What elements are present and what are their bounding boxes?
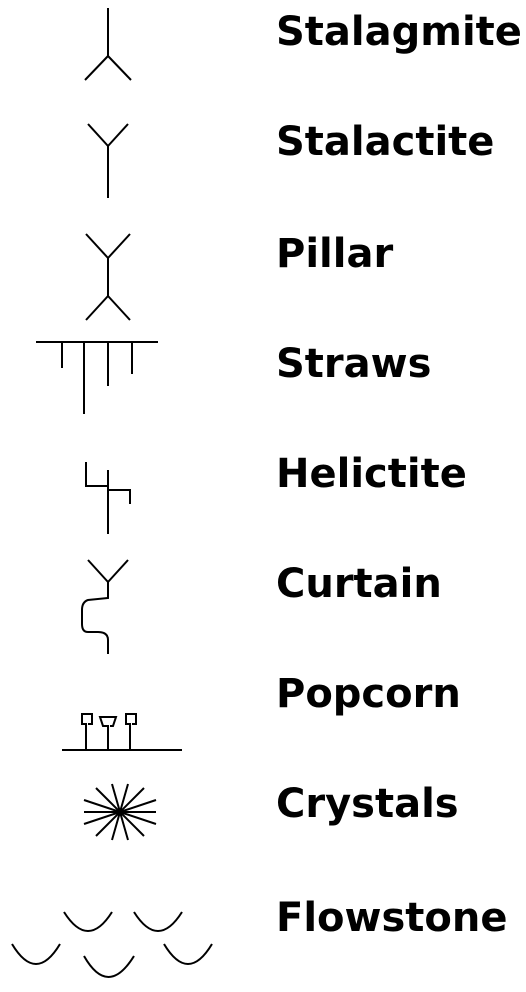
legend-label-pillar: Pillar [276, 231, 394, 277]
legend-row-curtain: Curtain [0, 550, 526, 660]
legend-label-stalactite: Stalactite [276, 119, 495, 165]
stalagmite-icon [0, 0, 240, 110]
legend-row-flowstone: Flowstone [0, 880, 526, 990]
helictite-icon [0, 440, 240, 550]
legend-row-helictite: Helictite [0, 440, 526, 550]
legend-row-pillar: Pillar [0, 220, 526, 330]
legend-label-curtain: Curtain [276, 561, 442, 607]
crystals-icon [0, 770, 240, 880]
legend-row-stalactite: Stalactite [0, 110, 526, 220]
straws-icon [0, 330, 240, 440]
legend-label-crystals: Crystals [276, 781, 459, 827]
legend-row-stalagmite: Stalagmite [0, 0, 526, 110]
legend-label-flowstone: Flowstone [276, 895, 508, 941]
stalactite-icon [0, 110, 240, 220]
legend-label-popcorn: Popcorn [276, 671, 461, 717]
legend-row-popcorn: Popcorn [0, 660, 526, 770]
pillar-icon [0, 220, 240, 330]
legend-label-helictite: Helictite [276, 451, 467, 497]
legend-row-crystals: Crystals [0, 770, 526, 880]
popcorn-icon [0, 660, 240, 770]
curtain-icon [0, 550, 240, 660]
legend-row-straws: Straws [0, 330, 526, 440]
legend-label-stalagmite: Stalagmite [276, 9, 522, 55]
flowstone-icon [0, 880, 240, 990]
legend-label-straws: Straws [276, 341, 432, 387]
